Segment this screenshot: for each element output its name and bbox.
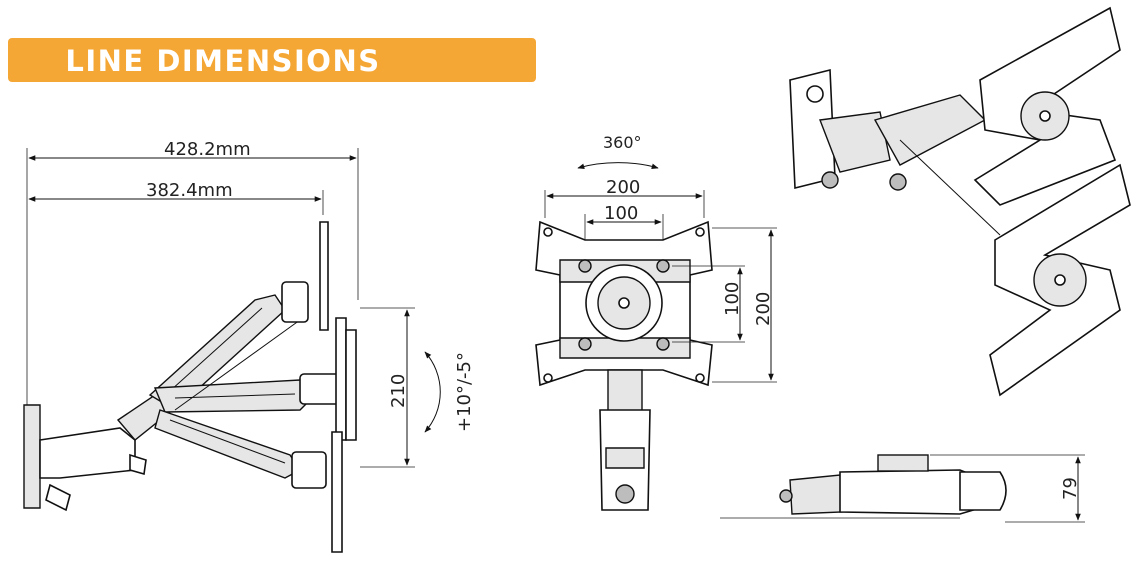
iso-upper-arm [873, 94, 987, 166]
iso-hub-top-screw [1039, 110, 1051, 122]
isometric-view [789, 6, 1131, 397]
middle-arm-spring [174, 393, 296, 399]
front-arm-knob [615, 484, 635, 504]
dimension-vesa-outer-h: 200 [606, 177, 640, 198]
hole-outer-br [695, 373, 705, 383]
bottom-head [877, 454, 929, 472]
iso-plate-top [973, 6, 1121, 206]
tilt-arc [424, 351, 441, 433]
vesa-plate-middle [335, 317, 347, 441]
banner-title: LINE DIMENSIONS [65, 44, 381, 78]
hole-outer-bl [543, 373, 553, 383]
bottom-bracket [789, 474, 843, 515]
dimension-vesa-outer-v: 200 [753, 292, 774, 326]
upper-arm-spring [159, 307, 263, 401]
screw-top-left [578, 259, 592, 273]
vesa-plate-middle-front [345, 329, 357, 441]
bottom-arm-end [959, 471, 1007, 511]
rotation-arc [577, 162, 659, 169]
iso-knob-right [889, 173, 907, 191]
side-view: 428.2mm 382.4mm [23, 139, 475, 553]
section-banner: LINE DIMENSIONS [8, 38, 536, 82]
dimension-overall-width: 428.2mm [164, 139, 251, 160]
hole-outer-tl [543, 227, 553, 237]
iso-hub-bottom-screw [1054, 274, 1066, 286]
iso-brace [899, 139, 1001, 236]
dimension-profile-height: 79 [1060, 477, 1081, 500]
bottom-knob [779, 489, 793, 503]
center-hub-screw [618, 297, 630, 309]
wall-bracket-bolt [45, 483, 71, 512]
screw-top-right [656, 259, 670, 273]
lower-arm [154, 409, 302, 479]
iso-knob-left [821, 171, 839, 189]
tilt-range-label: +10°/-5° [454, 352, 475, 432]
dimension-mount-depth: 382.4mm [146, 180, 233, 201]
vesa-plate-bottom [331, 431, 343, 553]
tilt-head-middle [299, 373, 341, 405]
front-arm-joint [605, 447, 645, 469]
dimension-vertical-travel: 210 [388, 374, 409, 408]
diagonal-brace [174, 319, 301, 411]
vesa-plate-top [319, 221, 329, 331]
screw-bottom-right [656, 337, 670, 351]
lower-arm-spring [169, 419, 286, 464]
dimension-vesa-inner-v: 100 [722, 282, 743, 316]
tilt-head-bottom [291, 451, 327, 489]
dimension-vesa-inner-h: 100 [604, 203, 638, 224]
bottom-arm [839, 469, 981, 515]
bottom-view: 79 [720, 454, 1085, 523]
rotation-label: 360° [603, 133, 642, 152]
front-view: 360° 200 100 100 [535, 133, 777, 511]
hole-outer-tr [695, 227, 705, 237]
wall-plate [23, 404, 41, 509]
wall-bracket-knob [129, 453, 147, 476]
screw-bottom-left [578, 337, 592, 351]
wall-bracket [39, 427, 136, 479]
tilt-head-top [281, 281, 309, 323]
iso-base-arm [819, 111, 891, 173]
iso-wall-hole [806, 85, 824, 103]
